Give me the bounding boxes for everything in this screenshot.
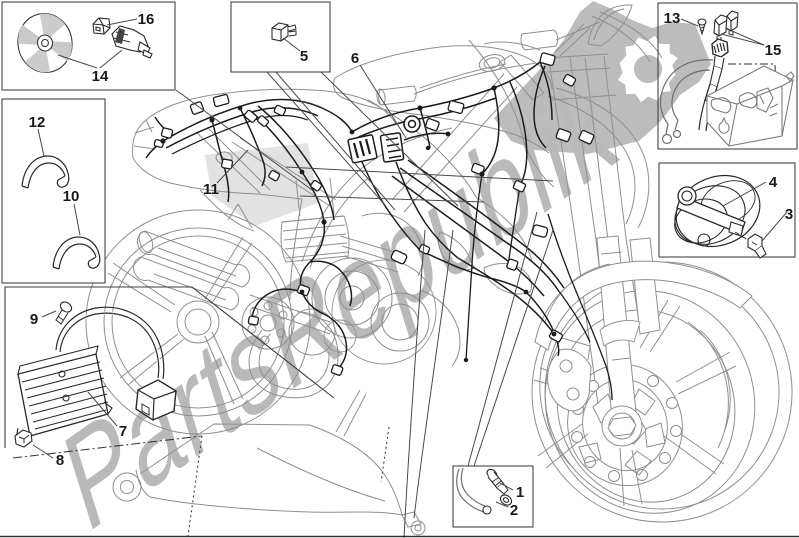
svg-text:2: 2 xyxy=(510,502,518,519)
svg-text:10: 10 xyxy=(63,188,80,205)
svg-text:7: 7 xyxy=(119,423,127,440)
svg-text:4: 4 xyxy=(769,174,778,191)
svg-text:13: 13 xyxy=(664,10,681,27)
svg-text:1: 1 xyxy=(516,484,524,501)
svg-text:11: 11 xyxy=(203,181,219,198)
svg-text:8: 8 xyxy=(56,452,64,469)
svg-text:5: 5 xyxy=(300,48,308,65)
svg-text:12: 12 xyxy=(29,114,46,131)
svg-text:14: 14 xyxy=(92,68,109,85)
svg-text:6: 6 xyxy=(351,50,359,67)
svg-text:3: 3 xyxy=(785,206,793,223)
svg-text:16: 16 xyxy=(138,11,155,28)
svg-text:9: 9 xyxy=(30,311,38,328)
svg-text:15: 15 xyxy=(765,42,782,59)
